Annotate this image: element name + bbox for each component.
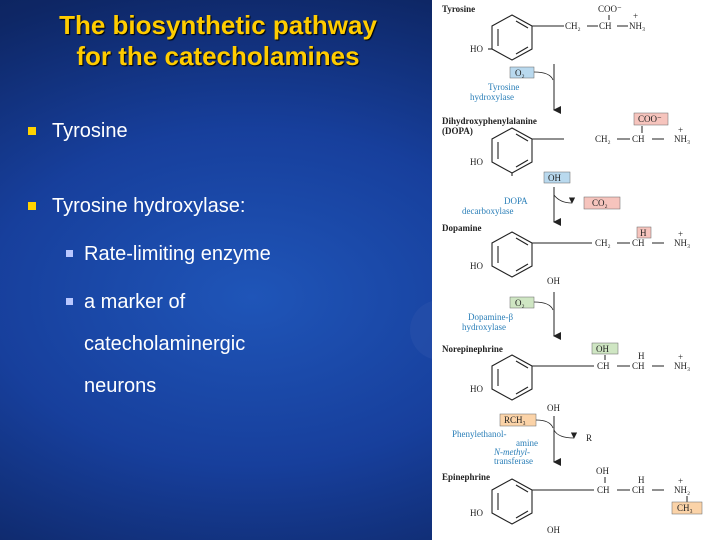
compound-tyrosine-label: Tyrosine [442, 4, 475, 14]
bullet-text: Tyrosine hydroxylase: [52, 195, 246, 217]
benzene-ring-dopa [491, 127, 564, 176]
title-line-1: The biosynthetic pathway [59, 10, 377, 40]
o2-box [509, 66, 535, 79]
enzyme-pnmt-line1: Phenylethanol- [452, 429, 507, 439]
group-ch2: CH₂ [565, 21, 581, 31]
enzyme-dbh-line2: hydroxylase [462, 322, 506, 332]
enzyme-dbh-line1: Dopamine-β [468, 312, 513, 322]
group-ch2: CH₂ [595, 134, 611, 144]
benzene-ring-dopamine [491, 231, 592, 278]
group-oh: OH [548, 173, 561, 183]
group-plus: + [678, 352, 683, 362]
enzyme-pnmt-line4: transferase [494, 456, 533, 466]
h-highlight [636, 226, 652, 239]
group-h: H [640, 228, 647, 238]
group-coo: COO⁻ [638, 114, 662, 124]
oh-highlight [591, 342, 619, 355]
sub-bullet-text: Rate-limiting enzyme [84, 243, 271, 265]
o2-curve [533, 71, 554, 81]
group-oh: OH [596, 466, 609, 476]
group-h: H [638, 475, 645, 485]
compound-norepinephrine-label: Norepinephrine [442, 344, 503, 354]
benzene-ring-tyrosine [488, 14, 564, 61]
group-ch: CH [597, 361, 610, 371]
compound-dopamine-label: Dopamine [442, 223, 482, 233]
group-nh3: NH₃ [674, 361, 690, 371]
cofactor-r: R [586, 433, 592, 443]
enzyme-th-line1: Tyrosine [488, 82, 519, 92]
group-oh: OH [547, 403, 560, 413]
group-ch3: CH₃ [677, 503, 693, 513]
enzyme-pnmt-line3: N-methyl- [493, 447, 530, 457]
group-plus: + [678, 229, 683, 239]
group-plus: + [678, 125, 683, 135]
group-ho: HO [470, 261, 483, 271]
o2-box [509, 296, 535, 309]
cofactor-co2: CO₂ [592, 198, 608, 208]
sub-bullet-text-line-2: catecholaminergic [84, 333, 246, 355]
group-coo: COO⁻ [598, 4, 622, 14]
r-curve [553, 429, 578, 439]
cofactor-rch3: RCH₃ [504, 415, 526, 425]
group-ho: HO [470, 384, 483, 394]
group-ch2: CH₂ [595, 238, 611, 248]
sub-bullet-text-line-1: a marker of [84, 291, 186, 313]
group-plus: + [633, 11, 638, 21]
enzyme-ddc-line2: decarboxylase [462, 206, 513, 216]
group-oh: OH [547, 525, 560, 535]
oh-highlight [543, 171, 571, 184]
bullet-tyrosine: Tyrosine [28, 120, 128, 143]
group-ho: HO [470, 157, 483, 167]
rch3-curve [535, 419, 554, 429]
enzyme-ddc-line1: DOPA [504, 196, 528, 206]
compound-epinephrine-label: Epinephrine [442, 472, 490, 482]
enzyme-th-line2: hydroxylase [470, 92, 514, 102]
co2-curve [553, 194, 576, 204]
group-ch: CH [597, 485, 610, 495]
sub-bullet-marker [66, 250, 73, 257]
group-nh2: NH₂ [674, 485, 690, 495]
slide-title: The biosynthetic pathway for the catecho… [8, 10, 428, 72]
cofactor-o2: O₂ [515, 298, 525, 308]
group-ho: HO [470, 44, 483, 54]
group-nh3: NH₃ [674, 134, 690, 144]
benzene-ring-norepinephrine [491, 354, 594, 401]
ch3-highlight [671, 501, 703, 515]
group-oh: OH [547, 276, 560, 286]
pathway-svg: Tyrosine HO CH₂ CH COO⁻ + NH₃ O₂ Tyrosin… [442, 4, 703, 535]
co2-box [583, 196, 621, 210]
group-ch: CH [632, 238, 645, 248]
compound-dopa-label-2: (DOPA) [442, 126, 473, 136]
sub-bullet-rate-limiting: Rate-limiting enzyme [66, 233, 271, 275]
enzyme-pnmt-line2: amine [516, 438, 538, 448]
group-plus: + [678, 476, 683, 486]
sub-bullet-marker [66, 298, 73, 305]
coo-highlight [633, 112, 669, 126]
sub-bullet-marker-of: a marker of catecholaminergic neurons [66, 281, 246, 407]
bullet-tyrosine-hydroxylase: Tyrosine hydroxylase: [28, 195, 246, 218]
o2-curve [533, 301, 554, 311]
sub-bullet-text-line-3: neurons [84, 375, 157, 397]
group-ch: CH [632, 361, 645, 371]
group-nh3: NH₃ [629, 21, 645, 31]
benzene-ring-epinephrine [491, 478, 594, 525]
group-ho: HO [470, 508, 483, 518]
bullet-marker [28, 202, 36, 210]
group-h: H [638, 351, 645, 361]
group-ch: CH [632, 485, 645, 495]
group-ch: CH [599, 21, 612, 31]
bullet-marker [28, 127, 36, 135]
pathway-diagram: Tyrosine HO CH₂ CH COO⁻ + NH₃ O₂ Tyrosin… [432, 0, 720, 540]
cofactor-o2: O₂ [515, 68, 525, 78]
title-line-2: for the catecholamines [76, 41, 360, 71]
group-ch: CH [632, 134, 645, 144]
compound-dopa-label-1: Dihydroxyphenylalanine [442, 116, 537, 126]
bullet-text: Tyrosine [52, 120, 128, 142]
group-oh: OH [596, 344, 609, 354]
group-nh3: NH₃ [674, 238, 690, 248]
